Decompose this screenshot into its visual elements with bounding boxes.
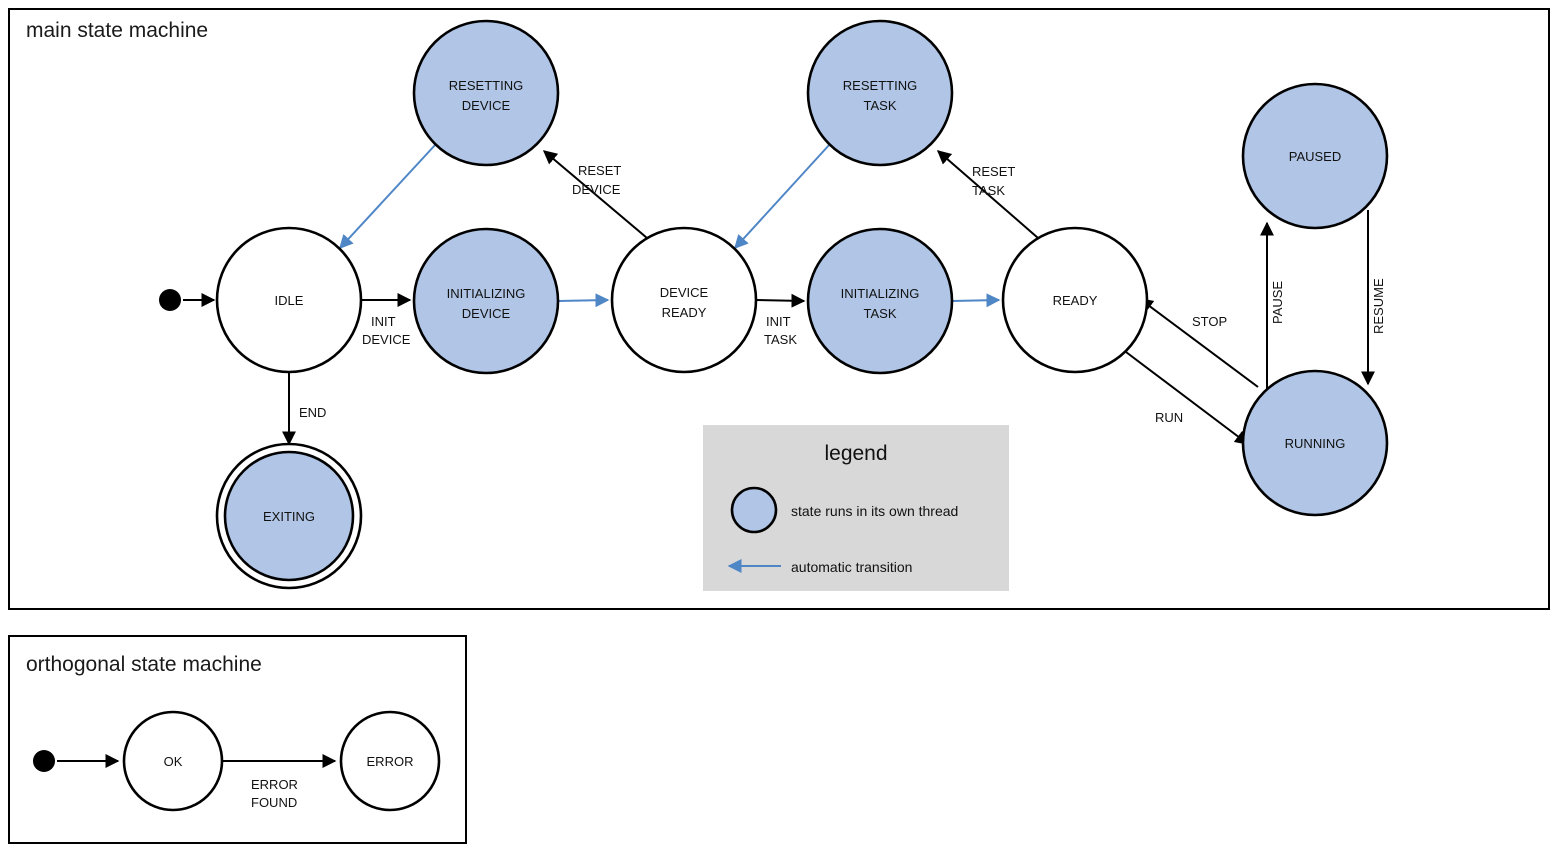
- legend-auto-transition-text: automatic transition: [791, 559, 912, 575]
- state-circle-running: [1241, 369, 1389, 517]
- edge-label-init-task-line2: TASK: [764, 332, 797, 347]
- transition-resetting-device-to-idle: [339, 143, 437, 250]
- state-circle-paused: [1241, 82, 1389, 230]
- legend: legend state runs in its own thread auto…: [703, 425, 1009, 591]
- orthogonal-frame-title: orthogonal state machine: [26, 653, 262, 676]
- transition-device-ready-to-initializing-task: [755, 293, 806, 308]
- transition-running-to-ready: [1138, 298, 1259, 388]
- edge-label-reset-device-line2: DEVICE: [572, 182, 621, 197]
- state-label-ready: READY: [1053, 293, 1098, 308]
- edge-label-reset-device-line1: RESET: [578, 163, 621, 178]
- state-node-resetting-task[interactable]: RESETTING TASK: [806, 19, 954, 167]
- edge-label-reset-task-line2: TASK: [972, 183, 1005, 198]
- state-node-initializing-device[interactable]: INITIALIZING DEVICE: [412, 227, 560, 375]
- state-circle-error: [339, 710, 441, 812]
- state-label-resetting-task-line2: TASK: [864, 98, 897, 113]
- state-node-error[interactable]: ERROR: [339, 710, 441, 812]
- orthogonal-state-machine-frame: orthogonal state machine OK ERROR FOUND …: [8, 635, 467, 844]
- state-circle-initializing-task: [806, 227, 954, 375]
- state-label-paused: PAUSED: [1289, 149, 1342, 164]
- edge-label-init-device-line1: INIT: [371, 314, 396, 329]
- edge-label-resume: RESUME: [1371, 278, 1386, 334]
- edge-label-reset-task-line1: RESET: [972, 164, 1015, 179]
- state-node-idle[interactable]: IDLE: [215, 226, 363, 374]
- state-node-initializing-task[interactable]: INITIALIZING TASK: [806, 227, 954, 375]
- main-states-layer: IDLE RESETTING DEVICE INITIALIZING DEVIC…: [159, 19, 1389, 590]
- transition-initializing-task-to-ready: [951, 293, 1001, 308]
- state-label-error: ERROR: [367, 754, 414, 769]
- orthogonal-initial-state-marker: [33, 750, 55, 772]
- state-circle-ready: [1001, 226, 1149, 374]
- transition-initializing-device-to-device-ready: [557, 293, 610, 308]
- edge-label-stop: STOP: [1192, 314, 1227, 329]
- state-label-initializing-device-line1: INITIALIZING: [447, 286, 526, 301]
- state-node-ok[interactable]: OK: [122, 710, 224, 812]
- state-node-ready[interactable]: READY: [1001, 226, 1149, 374]
- state-label-initializing-task-line2: TASK: [864, 306, 897, 321]
- state-node-running[interactable]: RUNNING: [1241, 369, 1389, 517]
- state-circle-initializing-device: [412, 227, 560, 375]
- transition-ready-to-resetting-task: [936, 150, 1039, 239]
- state-circle-resetting-task: [806, 19, 954, 167]
- state-node-exiting[interactable]: EXITING: [215, 442, 363, 590]
- main-frame-title: main state machine: [26, 19, 208, 42]
- state-label-device-ready-line2: READY: [662, 305, 707, 320]
- edge-label-init-device-line2: DEVICE: [362, 332, 411, 347]
- edge-label-run: RUN: [1155, 410, 1183, 425]
- legend-item-thread-state: state runs in its own thread: [730, 486, 958, 534]
- state-circle-idle: [215, 226, 363, 374]
- main-transitions-layer: INIT DEVICE RESET DEVICE INIT TASK RESET…: [183, 143, 1386, 446]
- transition-resetting-task-to-device-ready: [734, 143, 831, 250]
- state-node-resetting-device[interactable]: RESETTING DEVICE: [412, 19, 560, 167]
- state-node-device-ready[interactable]: DEVICE READY: [610, 226, 758, 374]
- edge-label-init-task-line1: INIT: [766, 314, 791, 329]
- state-label-initializing-task-line1: INITIALIZING: [841, 286, 920, 301]
- edge-label-end: END: [299, 405, 326, 420]
- legend-item-auto-transition: automatic transition: [727, 559, 912, 575]
- state-node-paused[interactable]: PAUSED: [1241, 82, 1389, 230]
- state-label-ok: OK: [164, 754, 183, 769]
- transition-device-ready-to-resetting-device: [542, 150, 648, 239]
- state-label-idle: IDLE: [275, 293, 304, 308]
- state-label-running: RUNNING: [1285, 436, 1346, 451]
- edge-label-error-found-line2: FOUND: [251, 795, 297, 810]
- state-circle-resetting-device: [412, 19, 560, 167]
- state-label-resetting-task-line1: RESETTING: [843, 78, 917, 93]
- state-label-device-ready-line1: DEVICE: [660, 285, 709, 300]
- edge-label-error-found-line1: ERROR: [251, 777, 298, 792]
- transition-ready-to-running: [1125, 351, 1250, 445]
- legend-thread-state-text: state runs in its own thread: [791, 503, 958, 519]
- state-label-resetting-device-line2: DEVICE: [462, 98, 511, 113]
- initial-state-marker: [159, 289, 181, 311]
- state-label-exiting: EXITING: [263, 509, 315, 524]
- legend-title: legend: [824, 442, 887, 465]
- edge-label-pause: PAUSE: [1270, 281, 1285, 324]
- state-label-initializing-device-line2: DEVICE: [462, 306, 511, 321]
- state-circle-exiting-inner: [223, 450, 355, 582]
- legend-thread-state-swatch: [730, 486, 778, 534]
- state-label-resetting-device-line1: RESETTING: [449, 78, 523, 93]
- state-circle-device-ready: [610, 226, 758, 374]
